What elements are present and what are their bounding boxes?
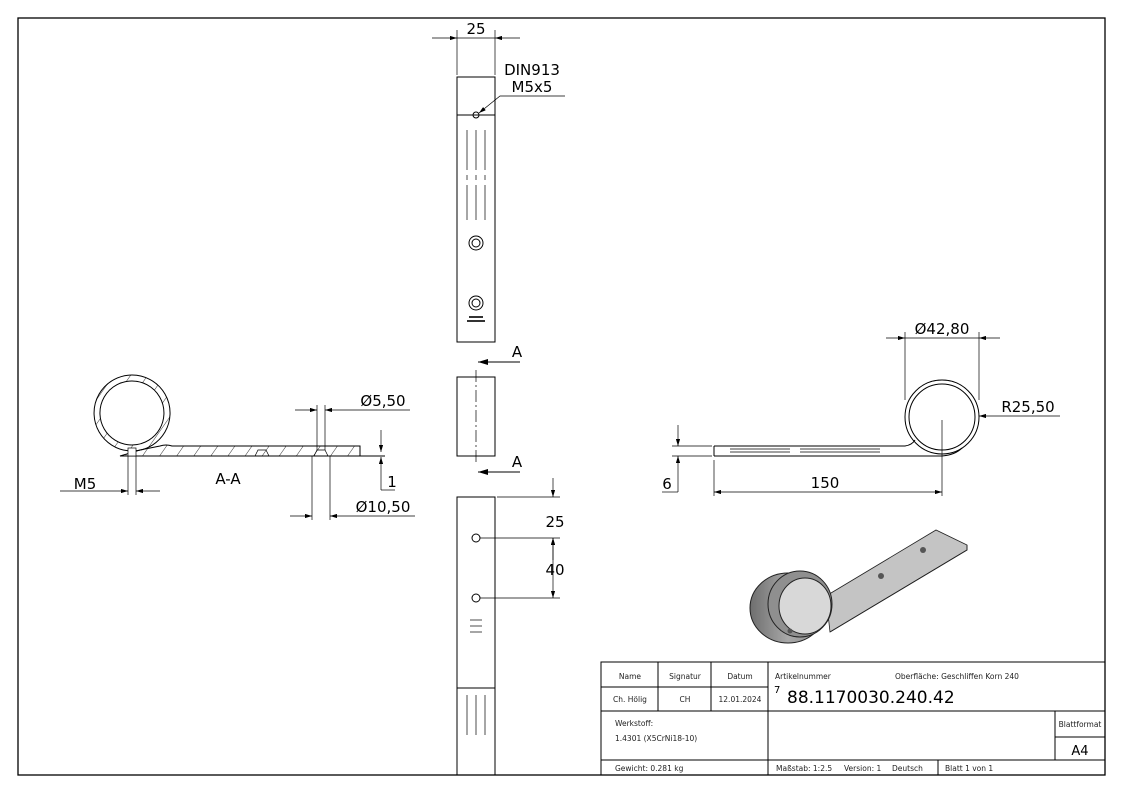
thickness-dimension: 6	[662, 475, 672, 493]
mounting-hole	[471, 593, 481, 603]
version: Version: 1	[844, 764, 881, 773]
drawing-date: 12.01.2024	[719, 695, 762, 704]
section-title: A-A	[215, 470, 241, 488]
side-view: Ø42,80 R25,50 150 6	[662, 320, 1060, 496]
callout-din913: DIN913	[504, 61, 560, 79]
article-number: 88.1170030.240.42	[787, 688, 955, 708]
section-view-a-a: M5 A-A Ø5,50 Ø10,50 1	[60, 374, 415, 520]
hole-spacing-dimension: 40	[545, 561, 564, 579]
isometric-view	[749, 529, 968, 644]
top-view: 25 DIN913 M5x5	[432, 20, 565, 343]
name-label: Name	[619, 672, 642, 681]
title-block: Name Signatur Datum Ch. Hölig CH 12.01.2…	[600, 661, 1106, 776]
mounting-hole	[471, 533, 481, 543]
section-marker-bottom: A	[512, 453, 523, 471]
drawer-signature: CH	[680, 695, 691, 704]
radius-dimension: R25,50	[1001, 398, 1054, 416]
drawer-name: Ch. Hölig	[613, 695, 647, 704]
weight: Gewicht: 0.281 kg	[615, 764, 684, 773]
countersunk-hole	[468, 295, 484, 311]
strip-outline	[456, 76, 496, 343]
sheet-format: A4	[1071, 744, 1088, 759]
callout-m5x5: M5x5	[512, 78, 553, 96]
sheet-number: Blatt 1 von 1	[945, 764, 993, 773]
length-dimension: 150	[811, 474, 840, 492]
hole-diameter-dimension: Ø5,50	[360, 392, 405, 410]
signature-label: Signatur	[669, 672, 702, 681]
article-prefix: 7	[774, 685, 780, 696]
width-dimension: 25	[466, 20, 485, 38]
depth-dimension: 1	[387, 473, 397, 491]
counterbore-dimension: Ø10,50	[356, 498, 411, 516]
date-label: Datum	[727, 672, 752, 681]
iso-plate	[825, 529, 968, 633]
bottom-view: 25 40	[456, 478, 565, 776]
scale: Maßstab: 1:2.5	[776, 764, 832, 773]
article-label: Artikelnummer	[775, 672, 832, 681]
grind-lines	[466, 130, 486, 220]
material-value: 1.4301 (X5CrNi18-10)	[615, 734, 697, 743]
thread-dimension: M5	[74, 475, 97, 493]
countersunk-hole	[468, 235, 484, 251]
surface-finish: Oberfläche: Geschliffen Korn 240	[895, 672, 1019, 681]
language: Deutsch	[892, 764, 923, 773]
plate-section	[119, 444, 361, 457]
diameter-dimension: Ø42,80	[915, 320, 970, 338]
ring-section	[93, 374, 171, 452]
section-marker-top: A	[512, 343, 523, 361]
middle-view: A A	[456, 343, 523, 475]
engraving-mark	[469, 316, 483, 318]
drawing-frame	[17, 17, 1106, 776]
set-screw-hole	[472, 111, 480, 119]
edge-to-hole-dimension: 25	[545, 513, 564, 531]
sheet-format-label: Blattformat	[1059, 720, 1102, 729]
material-label: Werkstoff:	[615, 719, 653, 728]
